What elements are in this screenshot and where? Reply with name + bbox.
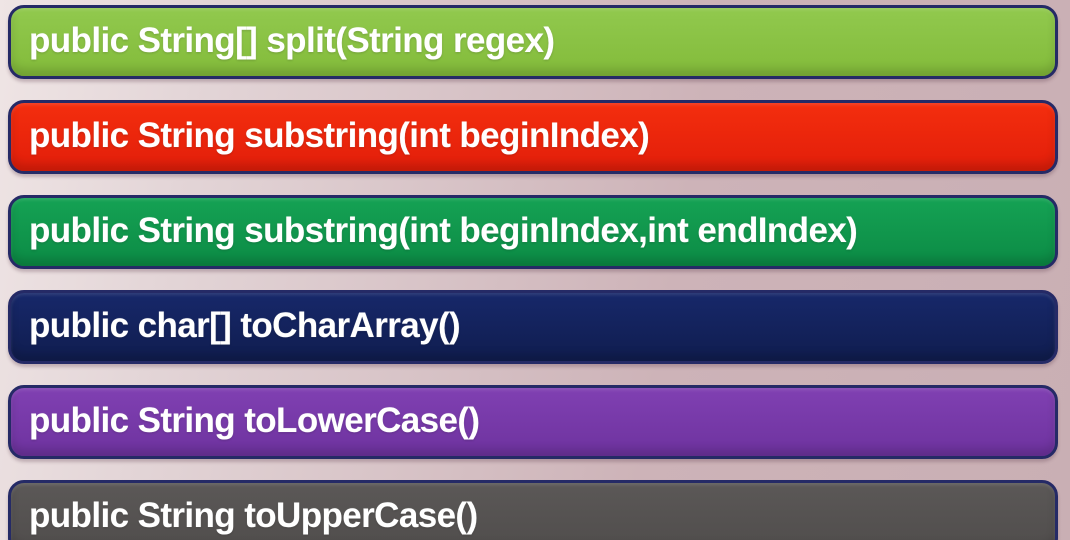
method-bar-split: public String[] split(String regex) — [8, 5, 1058, 79]
method-bar-touppercase: public String toUpperCase() — [8, 480, 1058, 540]
method-signature-substring-beginindex-endindex: public String substring(int beginIndex,i… — [29, 211, 858, 250]
method-signature-tochararray: public char[] toCharArray() — [29, 306, 461, 345]
method-signature-tolowercase: public String toLowerCase() — [29, 401, 480, 440]
method-list: public String[] split(String regex) publ… — [8, 5, 1058, 540]
method-bar-substring-beginindex: public String substring(int beginIndex) — [8, 100, 1058, 174]
method-bar-substring-beginindex-endindex: public String substring(int beginIndex,i… — [8, 195, 1058, 269]
method-signature-touppercase: public String toUpperCase() — [29, 496, 478, 535]
method-bar-tochararray: public char[] toCharArray() — [8, 290, 1058, 364]
method-signature-split: public String[] split(String regex) — [29, 21, 555, 60]
method-signature-substring-beginindex: public String substring(int beginIndex) — [29, 116, 650, 155]
method-bar-tolowercase: public String toLowerCase() — [8, 385, 1058, 459]
